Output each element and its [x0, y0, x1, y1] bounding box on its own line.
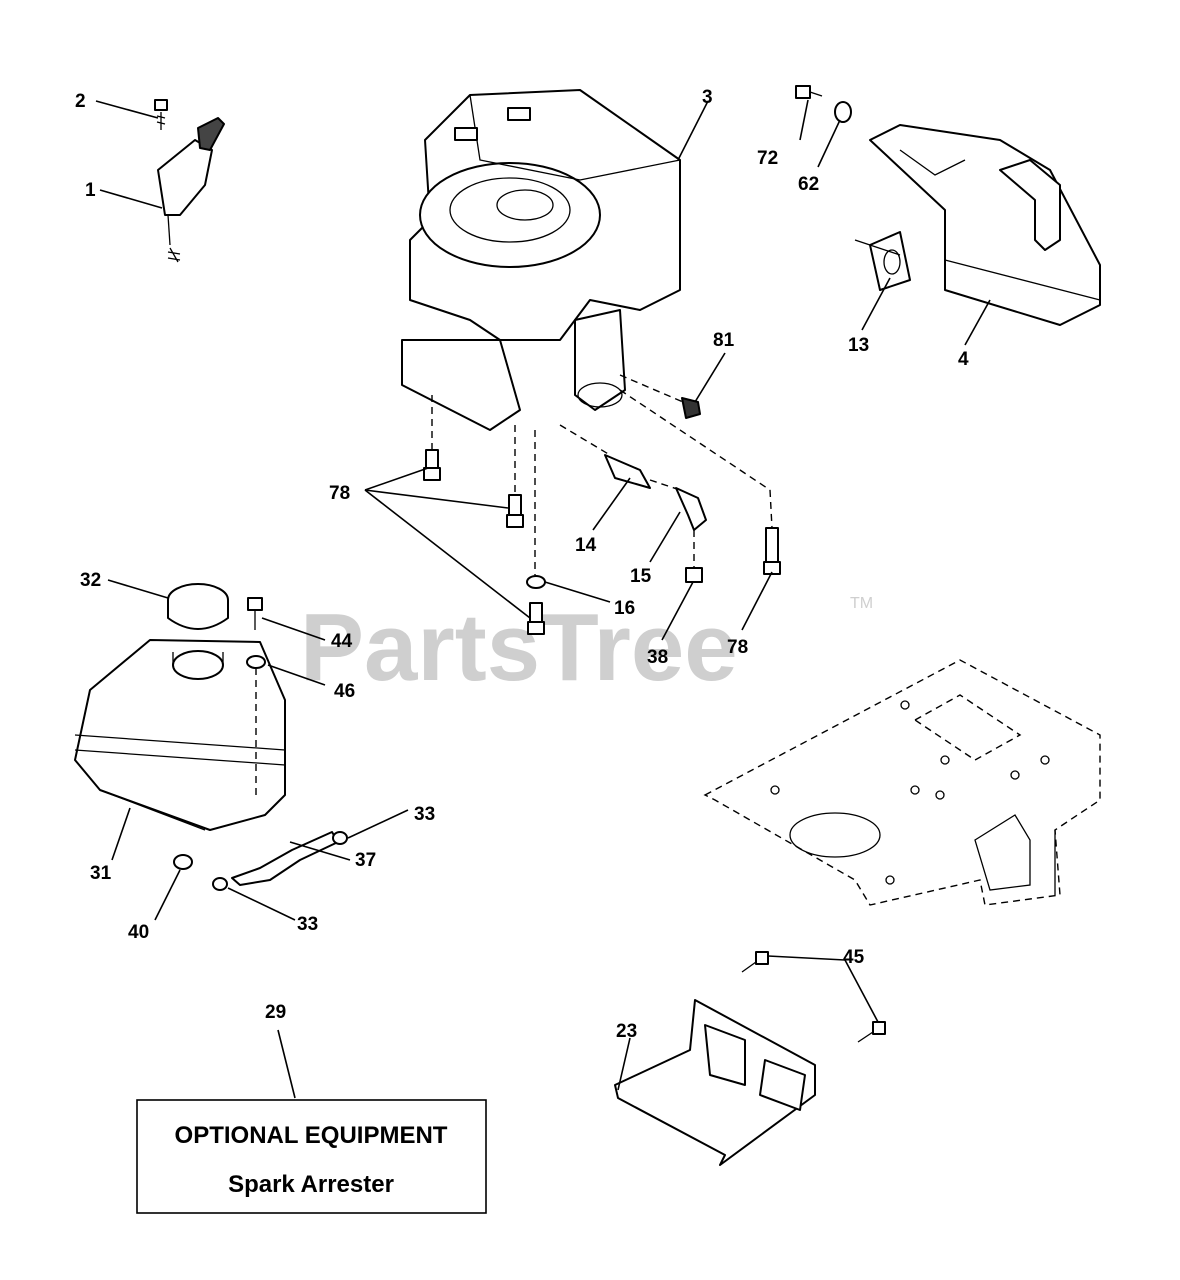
callout-1: 1: [85, 180, 96, 201]
callout-13: 13: [848, 335, 869, 356]
watermark-text: PartsTree: [300, 594, 738, 701]
fuel-tank-part: [74, 583, 348, 891]
callout-labels: 2 1 3 72 62 13 4 81 78 14 15 16 38 78 32…: [75, 87, 969, 1042]
optional-equipment-title: OPTIONAL EQUIPMENT: [175, 1122, 448, 1149]
callout-45: 45: [843, 947, 865, 968]
callout-78-right: 78: [727, 637, 748, 658]
engine-part: [401, 89, 681, 431]
callout-14: 14: [575, 535, 597, 556]
throttle-control-part: [154, 99, 225, 263]
callout-40: 40: [128, 922, 149, 943]
callout-81: 81: [713, 330, 735, 351]
callout-38: 38: [647, 647, 668, 668]
watermark-trademark: TM: [850, 595, 873, 612]
callout-4: 4: [958, 349, 969, 370]
muffler-part: [795, 85, 1101, 326]
callout-72: 72: [757, 148, 778, 169]
leader-lines: [95, 99, 991, 1099]
callout-33-upper: 33: [414, 804, 435, 825]
callout-37: 37: [355, 850, 376, 871]
optional-equipment-subtitle: Spark Arrester: [228, 1171, 394, 1198]
callout-62: 62: [798, 174, 819, 195]
callout-29: 29: [265, 1002, 286, 1023]
callout-15: 15: [630, 566, 652, 587]
callout-2: 2: [75, 91, 86, 112]
callout-32: 32: [80, 570, 101, 591]
callout-46: 46: [334, 681, 355, 702]
callout-31: 31: [90, 863, 112, 884]
callout-33-lower: 33: [297, 914, 318, 935]
callout-16: 16: [614, 598, 635, 619]
callout-23: 23: [616, 1021, 637, 1042]
optional-equipment-box: OPTIONAL EQUIPMENT Spark Arrester: [136, 1099, 487, 1214]
frame-part: [703, 659, 1101, 906]
callout-3: 3: [702, 87, 713, 108]
callout-78-top: 78: [329, 483, 350, 504]
engine-hardware-parts: [423, 374, 781, 635]
callout-44: 44: [331, 631, 353, 652]
spark-arrester-plate-part: [614, 951, 886, 1166]
